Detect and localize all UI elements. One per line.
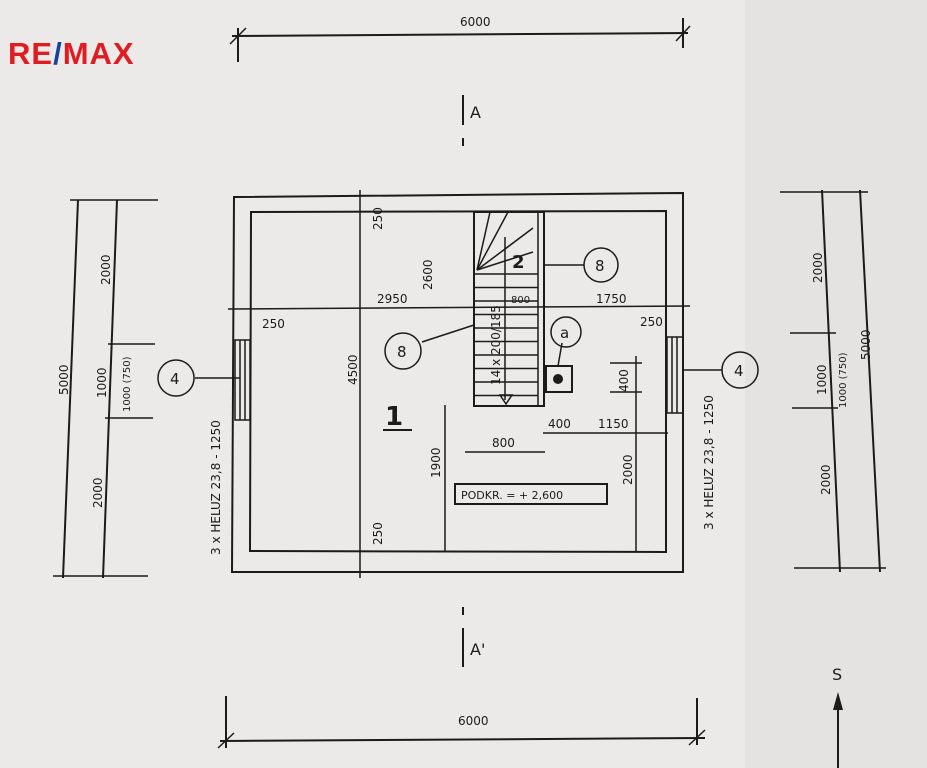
callout-stair-left: 8 xyxy=(397,343,407,361)
section-mark-top: A xyxy=(462,95,481,146)
stair-number: 2 xyxy=(512,252,525,273)
window-spec-left: 3 x HELUZ 23,8 - 1250 xyxy=(209,420,223,555)
right-dim-top: 2000 xyxy=(811,252,825,283)
logo-slash: / xyxy=(53,36,63,71)
right-dim-total: 5000 xyxy=(859,329,873,360)
callouts: 8 8 4 4 xyxy=(157,247,759,397)
internal-dimensions: 250 2600 4500 2950 1750 250 250 1900 250… xyxy=(227,190,691,578)
window-right xyxy=(666,336,684,414)
right-dimensions: 2000 1000 1000 (750) 5000 2000 xyxy=(780,189,886,573)
logo-re: RE xyxy=(8,36,54,71)
window-left xyxy=(234,339,251,421)
left-dim-total: 5000 xyxy=(57,364,71,395)
dim-1150: 1150 xyxy=(598,417,629,431)
north-arrow-icon: S xyxy=(832,665,843,768)
section-label-top: A xyxy=(470,103,481,122)
dim-4500: 4500 xyxy=(346,354,360,385)
bottom-dimension: 6000 xyxy=(217,696,706,749)
stair-width: 800 xyxy=(511,295,530,306)
staircase: 2 14 x 200/185 800 xyxy=(473,211,545,407)
dim-250-bottom: 250 xyxy=(371,522,385,545)
level-box: PODKR. = + 2,600 xyxy=(454,483,608,505)
dim-top-label: 6000 xyxy=(460,15,491,29)
left-dim-mid: 1000 xyxy=(95,367,109,398)
dim-250-left: 250 xyxy=(262,317,285,331)
callout-chimney: a xyxy=(560,324,569,342)
stair-spec: 14 x 200/185 xyxy=(489,305,503,385)
callout-stair-right: 8 xyxy=(595,257,605,275)
remax-logo: RE/MAX xyxy=(8,36,135,72)
dim-1750: 1750 xyxy=(596,292,627,306)
chimney: a xyxy=(545,316,582,393)
dim-400-b: 400 xyxy=(617,369,631,392)
section-mark-bottom: A' xyxy=(462,607,485,667)
top-dimension: 6000 xyxy=(229,15,691,62)
dim-250-top: 250 xyxy=(371,207,385,230)
left-dim-bottom: 2000 xyxy=(91,477,105,508)
dim-250-right: 250 xyxy=(640,315,663,329)
level-label: PODKR. = + 2,600 xyxy=(461,489,563,502)
dim-400-a: 400 xyxy=(548,417,571,431)
right-dim-mid-alt: 1000 (750) xyxy=(838,352,849,408)
right-dim-mid: 1000 xyxy=(815,364,829,395)
window-spec-right: 3 x HELUZ 23,8 - 1250 xyxy=(702,395,716,530)
logo-max: MAX xyxy=(62,36,135,71)
dim-2000-inner: 2000 xyxy=(621,454,635,485)
left-dim-mid-alt: 1000 (750) xyxy=(122,356,133,412)
dim-2600: 2600 xyxy=(421,259,435,290)
callout-window-left: 4 xyxy=(170,370,180,388)
left-dimensions: 5000 2000 1000 1000 (750) 2000 xyxy=(53,199,158,579)
paper-sheet xyxy=(0,0,745,768)
dim-800: 800 xyxy=(492,436,515,450)
callout-window-right: 4 xyxy=(734,362,744,380)
dim-2950: 2950 xyxy=(377,292,408,306)
section-label-bottom: A' xyxy=(470,640,485,659)
room-number: 1 xyxy=(385,402,403,432)
dim-bottom-label: 6000 xyxy=(458,714,489,728)
left-dim-top: 2000 xyxy=(99,254,113,285)
north-label: S xyxy=(832,665,842,684)
dim-1900: 1900 xyxy=(429,447,443,478)
right-dim-bottom: 2000 xyxy=(819,464,833,495)
